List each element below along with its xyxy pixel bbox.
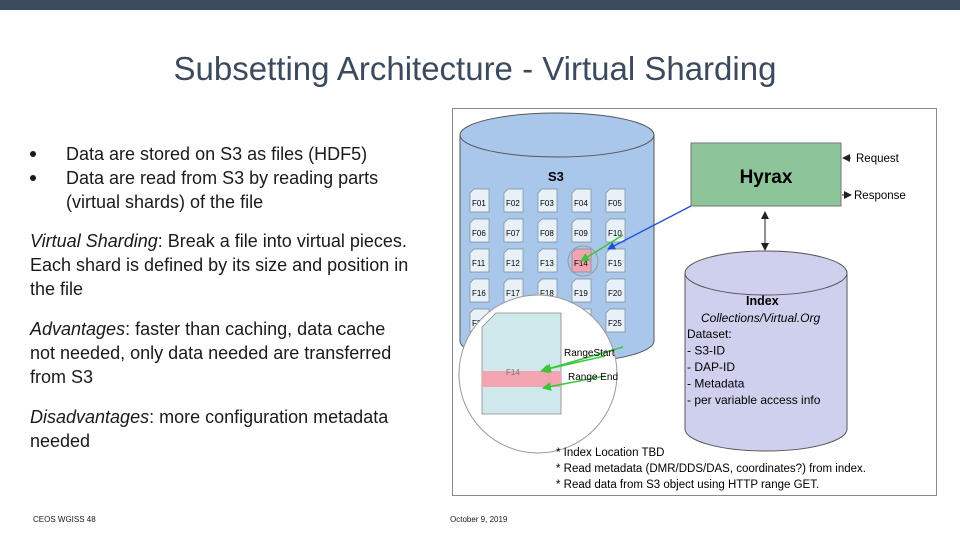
file-label: F25	[608, 319, 622, 328]
range-end-label: Range End	[568, 372, 618, 383]
file-label: F07	[506, 229, 520, 238]
file-icon: F11	[469, 248, 490, 273]
range-start-label: RangeStart	[564, 348, 615, 359]
hyrax-server: Hyrax	[690, 142, 842, 207]
footer-date: October 9, 2019	[450, 515, 508, 524]
file-label: F20	[608, 289, 622, 298]
slide-title: Subsetting Architecture - Virtual Shardi…	[173, 50, 777, 87]
zoom-file-label: F14	[506, 368, 520, 377]
index-cylinder: Index Collections/Virtual.Org Dataset: - …	[684, 250, 848, 452]
shard-focus-ring	[567, 245, 599, 277]
diagram-notes: * Index Location TBD * Read metadata (DMR…	[556, 447, 866, 491]
file-label: F18	[540, 289, 554, 298]
file-label: F10	[608, 229, 622, 238]
bullet-item: Data are stored on S3 as files (HDF5)	[30, 142, 430, 166]
file-icon: F16	[469, 278, 490, 303]
file-label: F16	[472, 289, 486, 298]
request-label: Request	[856, 153, 900, 165]
file-icon: F02	[503, 188, 524, 213]
index-item: - Metadata	[687, 377, 745, 391]
file-icon: F05	[605, 188, 626, 213]
file-icon: F13	[537, 248, 558, 273]
index-items: Dataset: - S3-ID - DAP-ID - Metadata - per v…	[687, 327, 821, 407]
bullet-item: Data are read from S3 by reading parts (…	[30, 166, 430, 214]
file-icon: F19	[571, 278, 592, 303]
hyrax-label: Hyrax	[740, 167, 793, 188]
virtual-sharding-text: : Break a file into virtual pieces. Each…	[30, 231, 409, 299]
file-icon: F09	[571, 218, 592, 243]
zoom-circle: F14	[458, 294, 618, 454]
note-line: * Index Location TBD	[556, 447, 664, 459]
file-label: F12	[506, 259, 520, 268]
bullet-dot	[30, 151, 36, 157]
file-icon: F07	[503, 218, 524, 243]
note-line: * Read metadata (DMR/DDS/DAS, coordinate…	[556, 463, 866, 475]
file-icon: F01	[469, 188, 490, 213]
response-label: Response	[854, 190, 906, 202]
disadvantages-text: : more configuration metadata needed	[30, 407, 389, 451]
file-label: F02	[506, 199, 520, 208]
file-icon: F06	[469, 218, 490, 243]
index-item: Dataset:	[687, 327, 732, 341]
index-item: - DAP-ID	[687, 360, 735, 374]
note-line: * Read data from S3 object using HTTP ra…	[556, 479, 819, 491]
footer-left: CEOS WGISS 48	[33, 515, 96, 524]
disadvantages-term: Disadvantages	[30, 407, 150, 427]
range-start-pointer	[542, 355, 606, 373]
hyrax-index-arrowhead-down	[761, 243, 769, 251]
file-label: F14	[574, 259, 588, 268]
file-icon: F10	[605, 218, 626, 243]
file-label: F03	[540, 199, 554, 208]
advantages-paragraph: Advantages: faster than caching, data ca…	[30, 317, 410, 389]
index-item: - S3-ID	[687, 344, 725, 358]
file-label: F19	[574, 289, 588, 298]
range-end-pointer	[542, 375, 606, 391]
index-item: - per variable access info	[687, 393, 821, 407]
file-label: F15	[608, 259, 622, 268]
bullet-list: Data are stored on S3 as files (HDF5) Da…	[30, 142, 430, 214]
zoom-shard-highlight	[482, 371, 561, 387]
file-icon: F15	[605, 248, 626, 273]
index-subtitle: Collections/Virtual.Org	[701, 311, 820, 325]
file-icon: F25	[605, 308, 626, 333]
hyrax-index-arrowhead-up	[761, 211, 769, 219]
advantages-term: Advantages	[30, 319, 126, 339]
advantages-text: : faster than caching, data cache not ne…	[30, 319, 392, 387]
file-icon: F12	[503, 248, 524, 273]
file-label: F11	[472, 259, 486, 268]
disadvantages-paragraph: Disadvantages: more configuration metada…	[30, 405, 410, 453]
virtual-sharding-term: Virtual Sharding	[30, 231, 158, 251]
file-label: F17	[506, 289, 520, 298]
file-label: F05	[608, 199, 622, 208]
file-label: F01	[472, 199, 486, 208]
file-label: F04	[574, 199, 588, 208]
s3-label: S3	[548, 169, 564, 184]
file-icon: F03	[537, 188, 558, 213]
bullet-text: Data are stored on S3 as files (HDF5)	[66, 144, 368, 164]
file-icon: F08	[537, 218, 558, 243]
top-bar	[0, 0, 960, 10]
data-read-arrow	[607, 205, 692, 250]
file-label: F08	[540, 229, 554, 238]
range-start-arrow-s3	[580, 234, 624, 262]
file-icon: F04	[571, 188, 592, 213]
file-label: F13	[540, 259, 554, 268]
index-title: Index	[746, 294, 779, 308]
file-icon: F20	[605, 278, 626, 303]
file-label: F09	[574, 229, 588, 238]
file-label: F06	[472, 229, 486, 238]
virtual-sharding-paragraph: Virtual Sharding: Break a file into virt…	[30, 229, 410, 301]
bullet-dot	[30, 175, 36, 181]
bullet-text: Data are read from S3 by reading parts (…	[66, 168, 379, 212]
